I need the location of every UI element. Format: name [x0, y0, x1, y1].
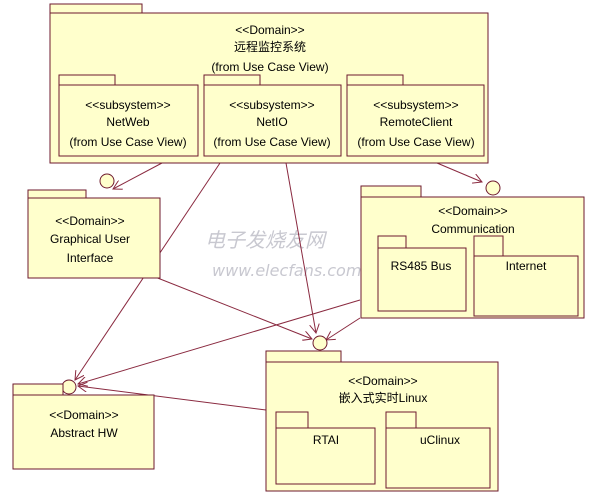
- package-remote-monitor[interactable]: <<Domain>> 远程监控系统 (from Use Case View) <…: [49, 3, 489, 164]
- watermark-cn: 电子发烧友网: [205, 228, 328, 252]
- package-embedded-linux[interactable]: <<Domain>> 嵌入式实时Linux RTAI uClinux: [265, 350, 499, 492]
- gui-name-line1: Graphical User: [50, 232, 130, 246]
- package-abstract-hw[interactable]: <<Domain>> Abstract HW: [12, 383, 155, 470]
- comm-sub-rs485[interactable]: RS485 Bus: [377, 235, 467, 312]
- netio-from: (from Use Case View): [213, 135, 330, 149]
- gui-interface-icon: [99, 173, 115, 189]
- dep-comm-hw: [78, 299, 361, 384]
- linux-sub-rtai-label: RTAI: [313, 433, 339, 447]
- remoteclient-from: (from Use Case View): [357, 135, 474, 149]
- subsystem-netio[interactable]: <<subsystem>> NetIO (from Use Case View): [203, 74, 342, 157]
- netweb-stereotype: <<subsystem>>: [85, 98, 170, 112]
- linux-sub-rtai[interactable]: RTAI: [275, 411, 376, 485]
- comm-sub-internet[interactable]: Internet: [473, 235, 579, 317]
- comm-interface-icon: [485, 180, 501, 196]
- interfaces: [61, 173, 501, 395]
- gui-name-line2: Interface: [67, 251, 114, 265]
- comm-stereotype: <<Domain>>: [438, 204, 507, 218]
- package-remote-from: (from Use Case View): [211, 60, 328, 74]
- netweb-from: (from Use Case View): [69, 135, 186, 149]
- comm-sub-rs485-label: RS485 Bus: [391, 259, 452, 273]
- linux-interface-icon: [312, 335, 328, 351]
- netio-stereotype: <<subsystem>>: [229, 98, 314, 112]
- dep-remote-gui: [113, 162, 163, 189]
- dep-remote-comm: [436, 162, 482, 182]
- subsystem-remoteclient[interactable]: <<subsystem>> RemoteClient (from Use Cas…: [346, 74, 485, 157]
- watermark: 电子发烧友网 www.elecfans.com: [205, 228, 361, 280]
- netweb-name: NetWeb: [106, 115, 149, 129]
- dep-remote-linux: [285, 162, 316, 333]
- linux-stereotype: <<Domain>>: [348, 374, 417, 388]
- watermark-url: www.elecfans.com: [212, 261, 361, 280]
- dep-gui-linux: [149, 274, 312, 339]
- remoteclient-name: RemoteClient: [380, 115, 453, 129]
- netio-name: NetIO: [256, 115, 287, 129]
- package-remote-stereotype: <<Domain>>: [235, 23, 304, 37]
- hw-name: Abstract HW: [50, 426, 118, 440]
- package-remote-name: 远程监控系统: [234, 39, 306, 54]
- hw-stereotype: <<Domain>>: [49, 408, 118, 422]
- linux-name: 嵌入式实时Linux: [339, 390, 428, 405]
- hw-interface-icon: [61, 379, 77, 395]
- subsystem-netweb[interactable]: <<subsystem>> NetWeb (from Use Case View…: [58, 74, 199, 157]
- package-gui[interactable]: <<Domain>> Graphical User Interface: [27, 189, 161, 279]
- gui-stereotype: <<Domain>>: [55, 214, 124, 228]
- linux-sub-uclinux-label: uClinux: [420, 433, 460, 447]
- dep-comm-linux: [326, 317, 361, 340]
- package-communication[interactable]: <<Domain>> Communication RS485 Bus Inter…: [360, 185, 585, 319]
- comm-name: Communication: [431, 222, 514, 236]
- comm-sub-internet-label: Internet: [506, 259, 547, 273]
- dep-linux-hw: [78, 386, 267, 411]
- linux-sub-uclinux[interactable]: uClinux: [385, 411, 491, 489]
- remoteclient-stereotype: <<subsystem>>: [373, 98, 458, 112]
